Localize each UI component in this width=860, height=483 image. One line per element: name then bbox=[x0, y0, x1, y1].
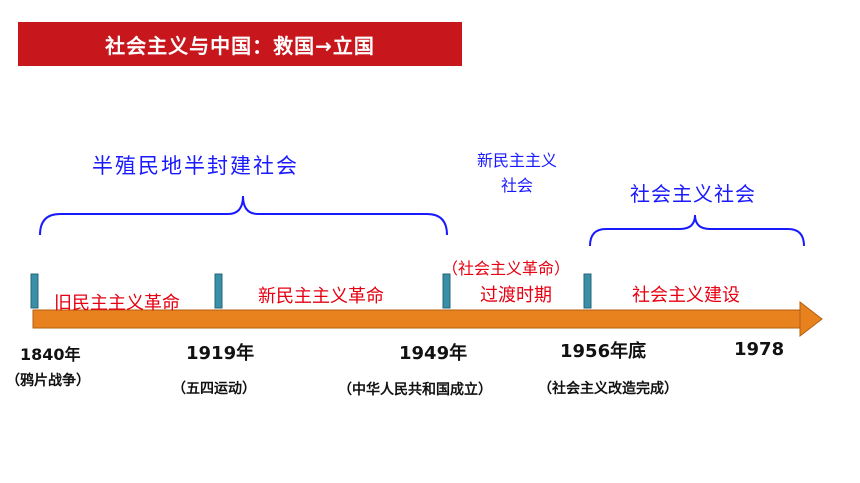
year-1919: 1919年 bbox=[186, 343, 255, 364]
year-1949: 1949年 bbox=[399, 343, 468, 364]
year-1840: 1840年 bbox=[20, 345, 81, 364]
timeline-arrow-head bbox=[799, 300, 823, 338]
note-socialist-transformation: （社会主义改造完成） bbox=[538, 381, 678, 397]
slide-title: 社会主义与中国：救国→立国 bbox=[105, 33, 375, 58]
stage-new-democratic-revolution: 新民主主义革命 bbox=[258, 286, 384, 307]
title-banner: 社会主义与中国：救国→立国 bbox=[18, 22, 462, 66]
marker-1956 bbox=[583, 273, 592, 309]
brace-semi-colonial bbox=[39, 195, 448, 236]
note-prc-founding: （中华人民共和国成立） bbox=[338, 382, 492, 398]
stage-old-democratic-revolution: 旧民主主义革命 bbox=[54, 293, 180, 314]
marker-1949 bbox=[442, 273, 451, 309]
marker-1840 bbox=[30, 273, 39, 309]
year-1956: 1956年底 bbox=[560, 341, 647, 362]
era-socialist: 社会主义社会 bbox=[630, 182, 756, 206]
era-new-democratic-line2: 社会 bbox=[500, 176, 533, 195]
era-new-democratic-line1: 新民主主义 bbox=[476, 151, 557, 170]
marker-1919 bbox=[214, 273, 223, 309]
year-1978: 1978 bbox=[734, 339, 785, 360]
era-new-democratic: 新民主主义 社会 bbox=[455, 148, 579, 198]
stage-transition-period: 过渡时期 bbox=[480, 285, 552, 306]
brace-socialist bbox=[589, 214, 805, 247]
stage-socialist-construction: 社会主义建设 bbox=[632, 285, 740, 306]
note-opium-war: （鸦片战争） bbox=[6, 373, 90, 389]
era-semi-colonial: 半殖民地半封建社会 bbox=[92, 154, 299, 178]
note-may-fourth: （五四运动） bbox=[172, 381, 256, 397]
stage-socialist-revolution: （社会主义革命） bbox=[442, 259, 571, 278]
